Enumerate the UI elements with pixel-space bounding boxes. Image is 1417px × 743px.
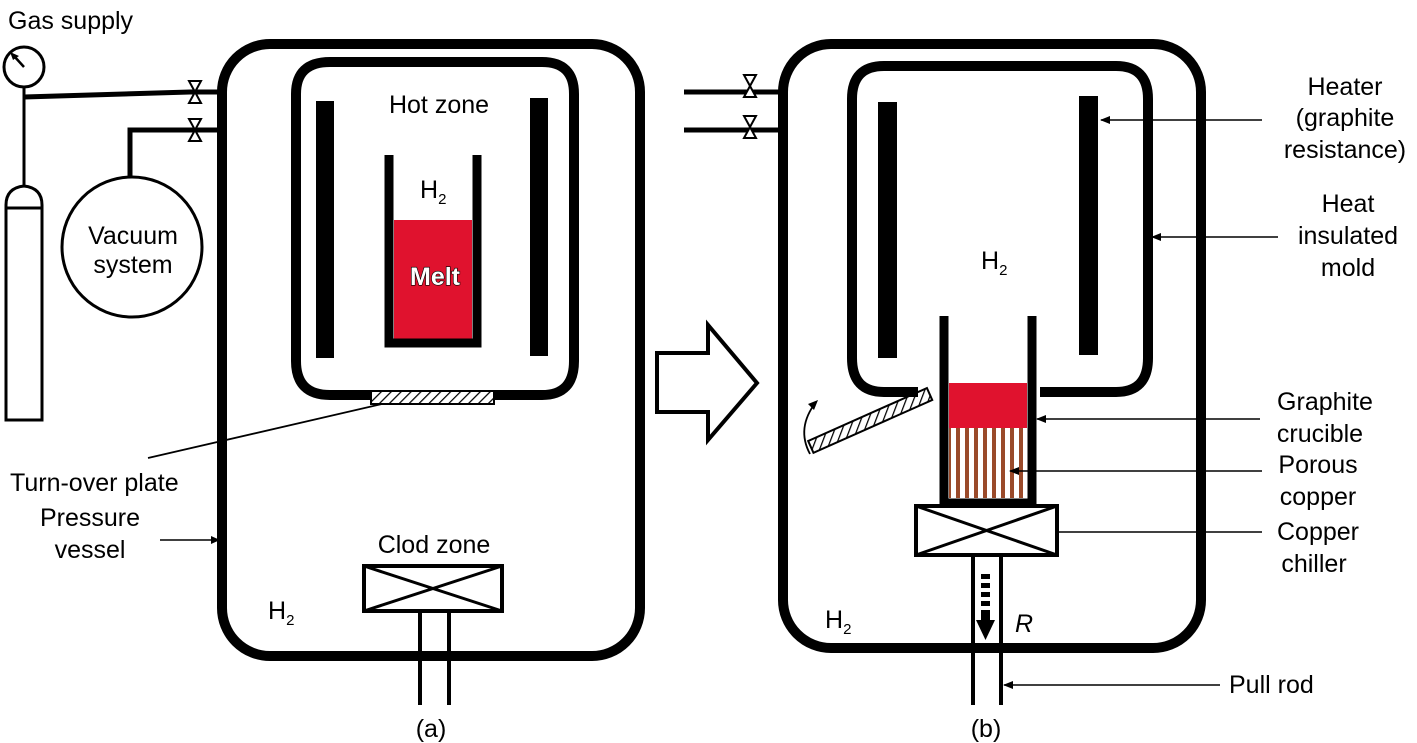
label-insulated-3: mold — [1321, 254, 1375, 282]
label-porous-2: copper — [1280, 483, 1356, 511]
label-chiller-1: Copper — [1277, 518, 1359, 546]
crossed-box-icon — [362, 564, 504, 613]
heater-right-b — [1079, 96, 1098, 355]
label-rate: R — [1015, 610, 1033, 638]
label-crucible-1: Graphite — [1277, 388, 1373, 416]
label-gas-supply: Gas supply — [8, 7, 134, 35]
turn-over-plate-a — [370, 390, 495, 405]
label-h2-vessel-a: H2 — [268, 597, 294, 629]
porous-copper — [949, 428, 1027, 498]
label-chiller-2: chiller — [1281, 550, 1346, 578]
label-porous-1: Porous — [1278, 451, 1357, 479]
label-clod-zone: Clod zone — [378, 531, 491, 559]
heater-right-a — [530, 98, 548, 356]
label-melt: Melt — [410, 263, 461, 291]
heater-left-b — [878, 102, 897, 358]
vacuum-system — [60, 175, 204, 319]
caption-a: (a) — [416, 715, 447, 743]
label-heater-3: resistance) — [1284, 136, 1406, 164]
caption-b: (b) — [971, 715, 1002, 743]
melt-b — [949, 383, 1027, 428]
label-vacuum-system-2: system — [93, 251, 172, 279]
label-h2-vessel-b: H2 — [825, 606, 851, 638]
label-insulated-2: insulated — [1298, 222, 1398, 250]
label-hot-zone: Hot zone — [389, 91, 489, 119]
label-turn-over-plate: Turn-over plate — [10, 469, 179, 497]
turn-over-plate-b — [806, 386, 934, 455]
gas-supply-assembly — [2, 45, 222, 422]
crucible-a — [384, 155, 482, 348]
gas-cylinder-icon — [4, 184, 44, 422]
insulated-mold-a — [291, 57, 579, 405]
valve-icon — [187, 80, 203, 142]
heater-left-a — [316, 101, 334, 358]
panel-b — [684, 39, 1278, 705]
label-pressure-vessel-2: vessel — [55, 536, 126, 564]
valve-icon — [742, 74, 758, 139]
label-pressure-vessel-1: Pressure — [40, 504, 140, 532]
pressure-vessel-b — [778, 39, 1206, 653]
label-h2-mold-b: H2 — [981, 247, 1007, 279]
pull-direction-arrow — [976, 574, 995, 640]
label-vacuum-system-1: Vacuum — [88, 222, 178, 250]
process-arrow-icon — [655, 319, 760, 446]
label-heater-1: Heater — [1307, 73, 1382, 101]
label-h2-crucible-a: H2 — [420, 176, 446, 208]
label-insulated-1: Heat — [1322, 190, 1375, 218]
crossed-box-icon — [914, 504, 1059, 557]
label-heater-2: (graphite — [1296, 104, 1395, 132]
crucible-b — [939, 316, 1037, 508]
label-crucible-2: crucible — [1277, 420, 1363, 448]
label-pull-rod: Pull rod — [1229, 671, 1314, 699]
melt-a — [394, 220, 472, 340]
panel-a — [2, 39, 645, 705]
insulated-mold-b — [847, 61, 1153, 397]
